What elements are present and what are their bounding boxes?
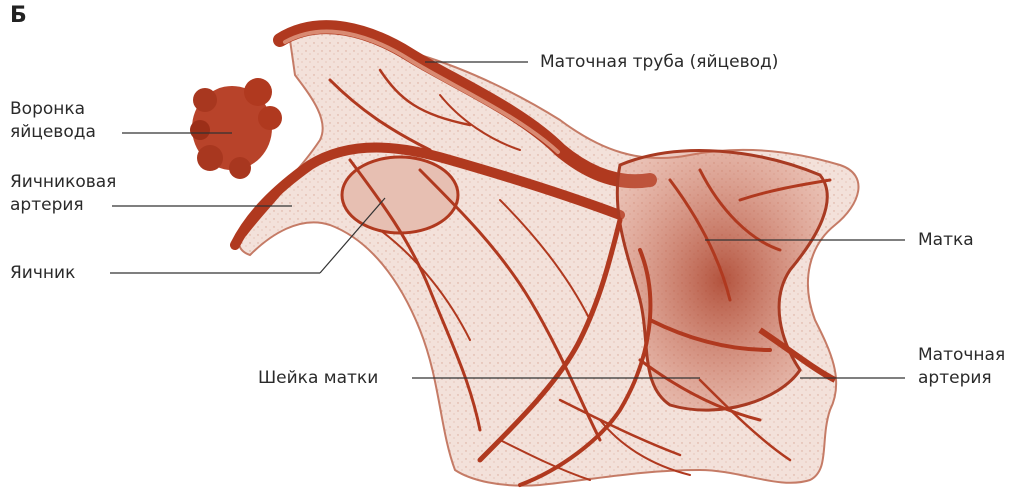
label-cervix: Шейка матки <box>258 367 378 389</box>
label-funnel-line2: яйцевода <box>10 121 96 143</box>
label-tube: Маточная труба (яйцевод) <box>540 51 778 73</box>
label-uterine-artery-line1: Маточная <box>918 344 1005 366</box>
label-uterus: Матка <box>918 229 974 251</box>
label-ovary: Яичник <box>10 262 75 284</box>
label-ovarian-artery-line2: артерия <box>10 194 84 216</box>
label-uterine-artery-line2: артерия <box>918 367 992 389</box>
panel-letter: Б <box>10 5 27 27</box>
label-ovarian-artery-line1: Яичниковая <box>10 171 116 193</box>
infundibulum <box>190 78 282 179</box>
ovary <box>342 157 458 233</box>
label-funnel-line1: Воронка <box>10 98 85 120</box>
